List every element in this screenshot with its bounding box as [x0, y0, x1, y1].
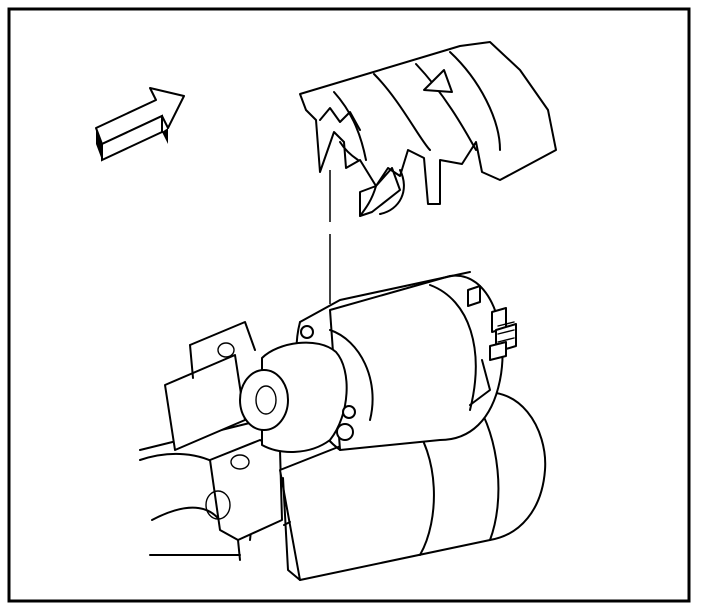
- direction-arrow-icon: [95, 87, 185, 162]
- terminal-studs: [467, 285, 517, 361]
- heat-shield: [299, 41, 557, 217]
- engine-block: [139, 321, 283, 561]
- starter-motor: [239, 271, 547, 581]
